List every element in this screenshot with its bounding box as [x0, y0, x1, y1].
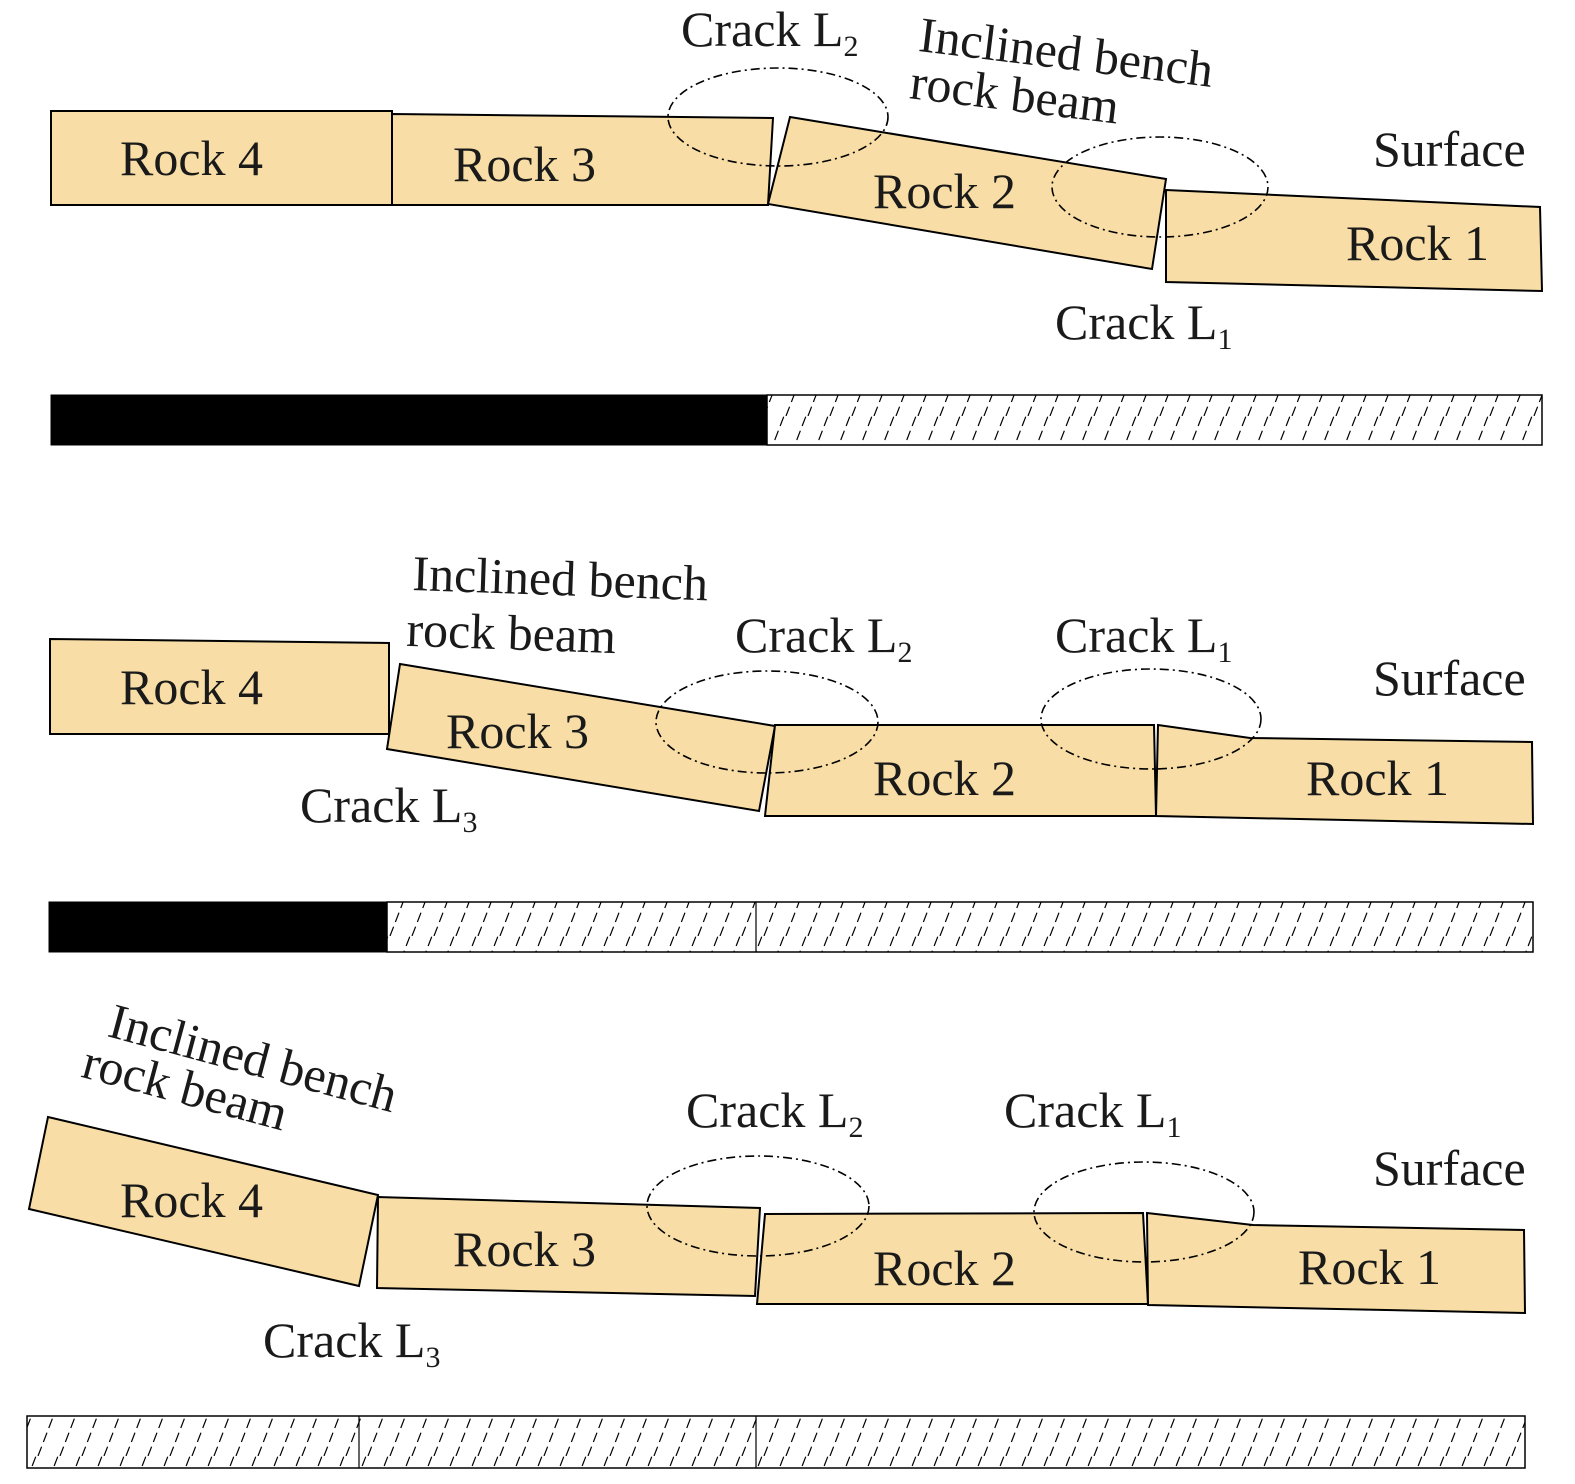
stage3-surface-label: Surface [1373, 1140, 1526, 1196]
stage2-rock3-label: Rock 3 [446, 703, 589, 759]
stage2-crack-l2-label: Crack L2 [735, 607, 912, 669]
stage3-rock3 [375, 1195, 762, 1298]
stage-2: Rock 4 Rock 3 Rock 2 Rock 1 Crack L2 Cra… [48, 545, 1535, 953]
stage3-crack-l1-label: Crack L1 [1004, 1082, 1181, 1144]
stage2-beam-label: Inclined bench rock beam [406, 545, 709, 664]
stage3-rock1-label: Rock 1 [1298, 1239, 1441, 1295]
stage2-crack-l2-ellipse [655, 670, 879, 774]
stage3-crack-l1-ellipse [1033, 1161, 1255, 1263]
stage1-surface-label: Surface [1373, 121, 1526, 177]
stage3-rock4-label: Rock 4 [120, 1172, 263, 1228]
stage1-rock1 [1165, 188, 1544, 293]
stage1-rock2 [766, 115, 1168, 271]
stage1-rock3-label: Rock 3 [453, 136, 596, 192]
stage1-goaf [766, 394, 1543, 446]
stage2-coal-seam [48, 901, 388, 953]
stage1-crack-l2-ellipse [667, 67, 889, 167]
stage3-rock2-label: Rock 2 [873, 1240, 1016, 1296]
stage1-crack-l2-label: Crack L2 [681, 1, 858, 63]
svg-text:Inclined bench: Inclined bench [412, 545, 709, 611]
stage2-surface-label: Surface [1373, 650, 1526, 706]
stage2-crack-l1-label: Crack L1 [1055, 607, 1232, 669]
stage3-crack-l3-label: Crack L3 [263, 1312, 440, 1374]
stage3-goaf [26, 1415, 1526, 1469]
stage3-rock4 [27, 1115, 380, 1288]
stage2-crack-l3-label: Crack L3 [300, 777, 477, 839]
stage3-rock1 [1145, 1211, 1527, 1315]
stage2-rock2-label: Rock 2 [873, 750, 1016, 806]
stage2-rock3 [385, 662, 777, 813]
stage1-coal-seam [50, 394, 768, 446]
stage2-crack-l1-ellipse [1040, 668, 1262, 770]
stage3-crack-l2-label: Crack L2 [686, 1082, 863, 1144]
stage2-rock4-label: Rock 4 [120, 659, 263, 715]
stage1-rock2-label: Rock 2 [873, 163, 1016, 219]
stage-1: Rock 4 Rock 3 Rock 2 Rock 1 Crack L2 Cra… [50, 1, 1544, 446]
stage3-crack-l2-ellipse [646, 1155, 870, 1257]
stage2-rock1-label: Rock 1 [1306, 750, 1449, 806]
stage1-beam-label: Inclined bench rock beam [907, 6, 1216, 134]
stage2-rock1 [1154, 723, 1535, 826]
stage3-rock3-label: Rock 3 [453, 1221, 596, 1277]
stage1-rock1-label: Rock 1 [1346, 215, 1489, 271]
svg-text:rock beam: rock beam [406, 601, 618, 664]
stage-3: Rock 4 Rock 3 Rock 2 Rock 1 Crack L2 Cra… [26, 992, 1527, 1469]
stage1-crack-l1-ellipse [1051, 136, 1269, 238]
stage1-crack-l1-label: Crack L1 [1055, 294, 1232, 356]
stage1-rock4-label: Rock 4 [120, 130, 263, 186]
stage2-goaf [386, 901, 1534, 953]
